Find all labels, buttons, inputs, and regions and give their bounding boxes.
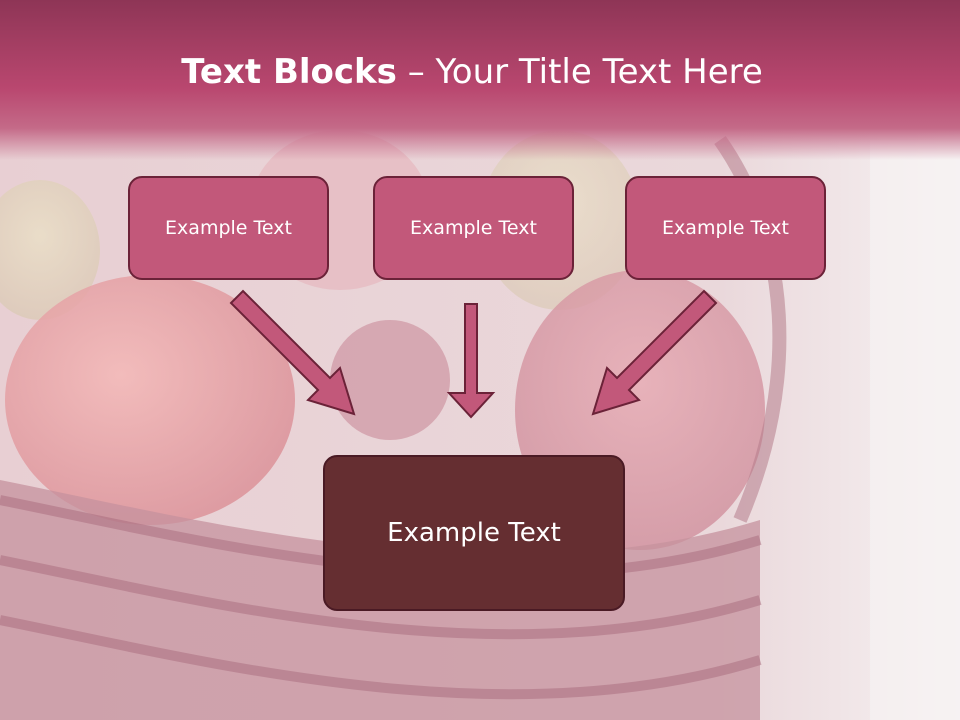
text-block-2: Example Text <box>373 176 574 280</box>
text-block-1: Example Text <box>128 176 329 280</box>
title-bold-part: Text Blocks <box>181 52 397 92</box>
target-block: Example Text <box>323 455 625 611</box>
arrow-right <box>591 289 718 416</box>
arrow-left <box>229 289 356 416</box>
text-block-3-label: Example Text <box>662 217 789 239</box>
title-rest: Your Title Text Here <box>435 52 763 92</box>
title-band <box>0 0 960 160</box>
text-block-3: Example Text <box>625 176 826 280</box>
text-block-2-label: Example Text <box>410 217 537 239</box>
slide-title: Text Blocks – Your Title Text Here <box>0 52 944 92</box>
text-block-1-label: Example Text <box>165 217 292 239</box>
title-dash: – <box>396 52 436 92</box>
arrow-center <box>446 303 496 419</box>
target-block-label: Example Text <box>387 518 561 548</box>
